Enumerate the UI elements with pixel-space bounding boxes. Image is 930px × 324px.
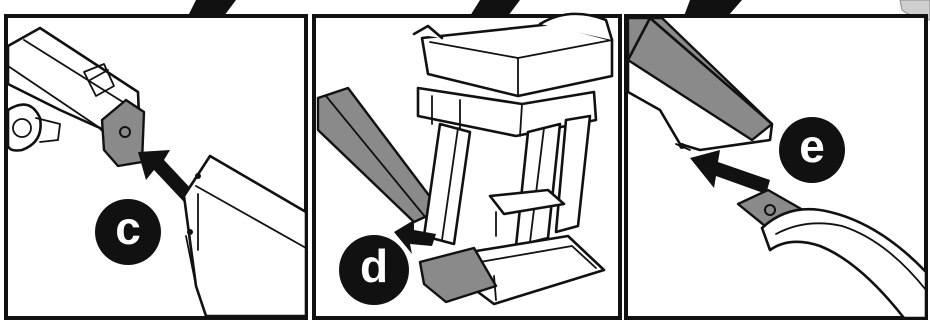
connector-hole-e xyxy=(765,205,775,215)
track-hint-middle xyxy=(470,0,520,16)
step-badge-d-label: d xyxy=(360,240,388,292)
panel-c: c xyxy=(6,16,306,318)
track-hint-left xyxy=(188,0,236,16)
step-badge-e-label: e xyxy=(799,120,825,172)
track-hint-right xyxy=(684,0,742,16)
panel-e: e xyxy=(626,16,926,318)
step-badge-c-label: c xyxy=(115,202,141,254)
step-badge-c: c xyxy=(95,199,161,265)
step-badge-d: d xyxy=(339,235,409,305)
connector-hole-c xyxy=(120,127,130,137)
panel-d: d xyxy=(314,14,620,318)
step-badge-e: e xyxy=(779,117,845,183)
